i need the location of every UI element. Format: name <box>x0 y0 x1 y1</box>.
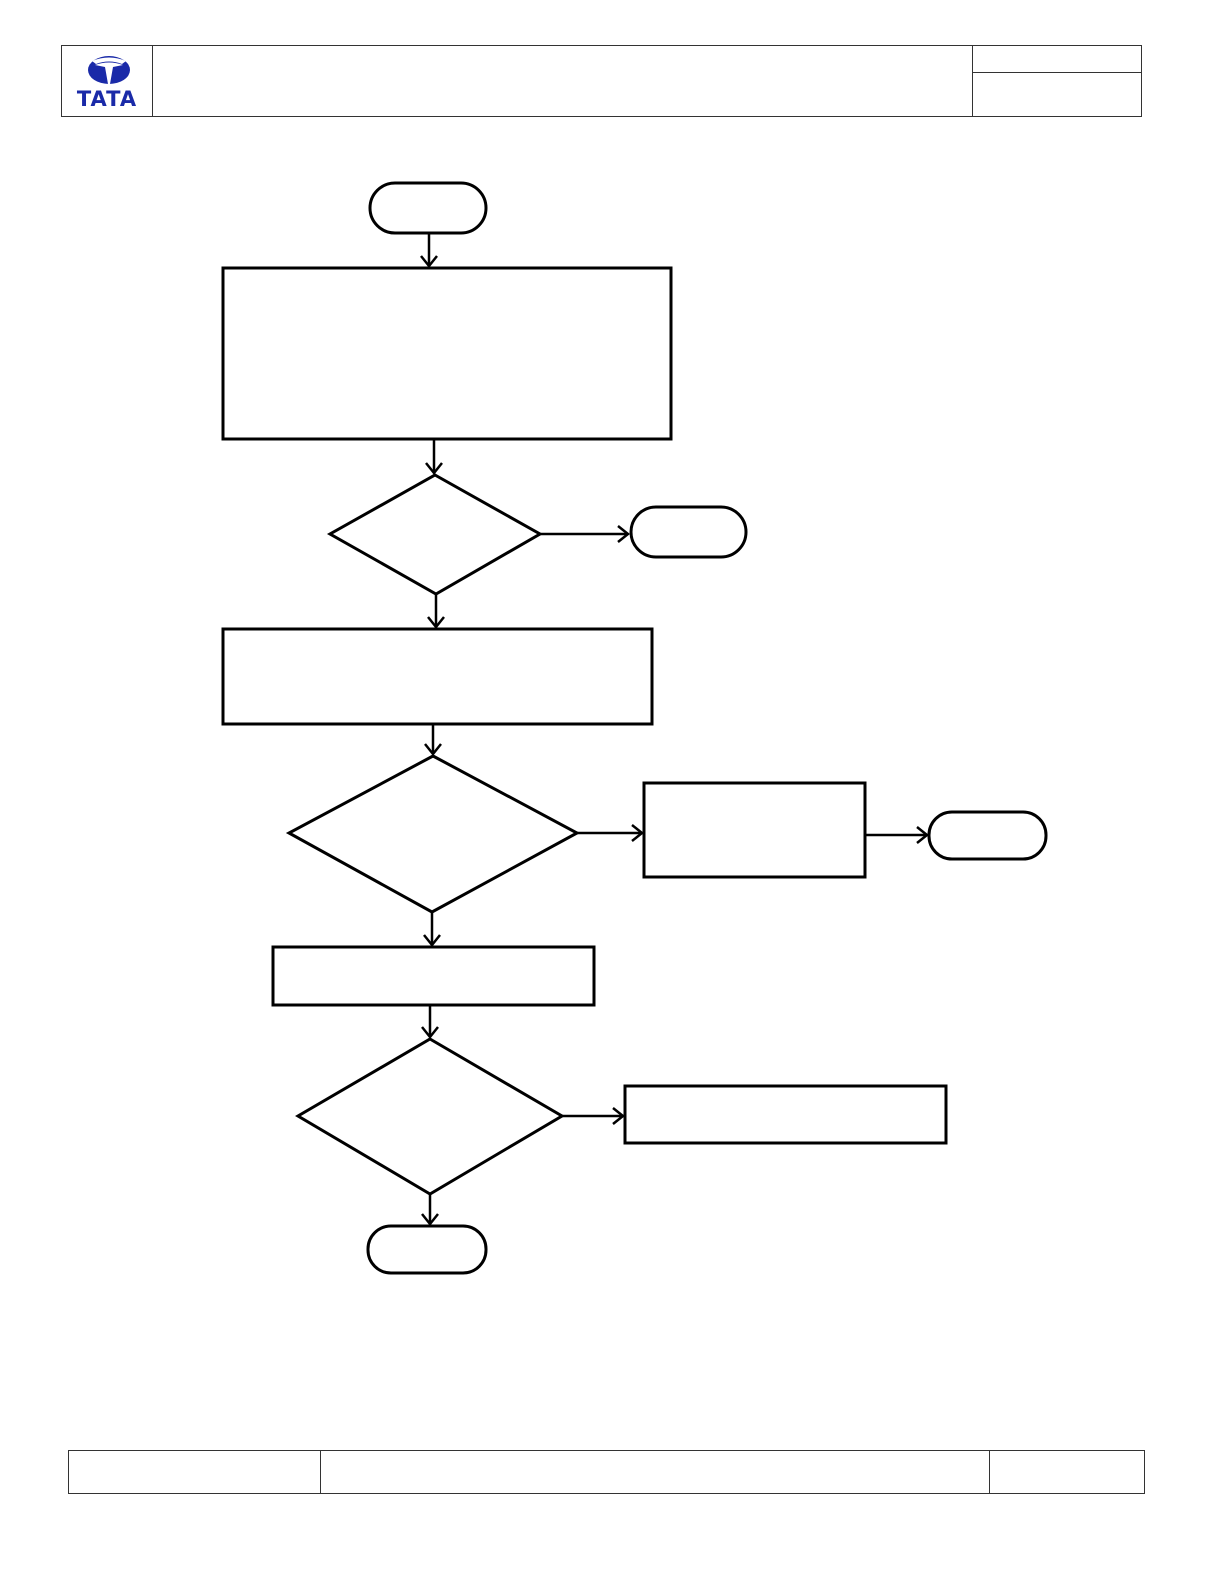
node-step-1 <box>221 266 673 441</box>
node-step-5 <box>623 1084 948 1145</box>
arrowhead <box>424 743 442 757</box>
arrowhead <box>916 826 930 844</box>
header-meta <box>973 46 1141 116</box>
arrowhead <box>423 934 441 948</box>
node-step-3 <box>642 781 867 879</box>
node-decision-3 <box>295 1037 565 1196</box>
arrowhead <box>427 616 445 630</box>
node-end-2 <box>927 810 1048 861</box>
tata-logo-icon <box>88 56 130 84</box>
node-start <box>368 181 488 235</box>
footer-left <box>69 1451 321 1493</box>
footer-center <box>321 1451 990 1493</box>
logo-cell: TATA <box>62 46 153 116</box>
doc-number <box>973 46 1141 73</box>
document-header: TATA <box>61 45 1142 117</box>
arrowhead <box>425 462 443 476</box>
node-end-1 <box>629 505 748 559</box>
node-end-3 <box>366 1224 488 1275</box>
arrowhead <box>612 1107 626 1125</box>
document-footer <box>68 1450 1145 1494</box>
arrowhead <box>421 1026 439 1040</box>
arrowhead <box>421 1213 439 1227</box>
arrowhead <box>617 525 631 543</box>
node-decision-1 <box>326 473 544 596</box>
footer-page <box>990 1451 1144 1493</box>
connectors <box>420 233 930 1227</box>
arrowhead <box>420 255 438 269</box>
node-step-2 <box>221 627 654 726</box>
header-title <box>153 46 973 116</box>
node-step-4 <box>271 945 596 1007</box>
logo-text: TATA <box>76 87 138 111</box>
arrowhead <box>631 824 645 842</box>
node-decision-2 <box>285 754 581 914</box>
